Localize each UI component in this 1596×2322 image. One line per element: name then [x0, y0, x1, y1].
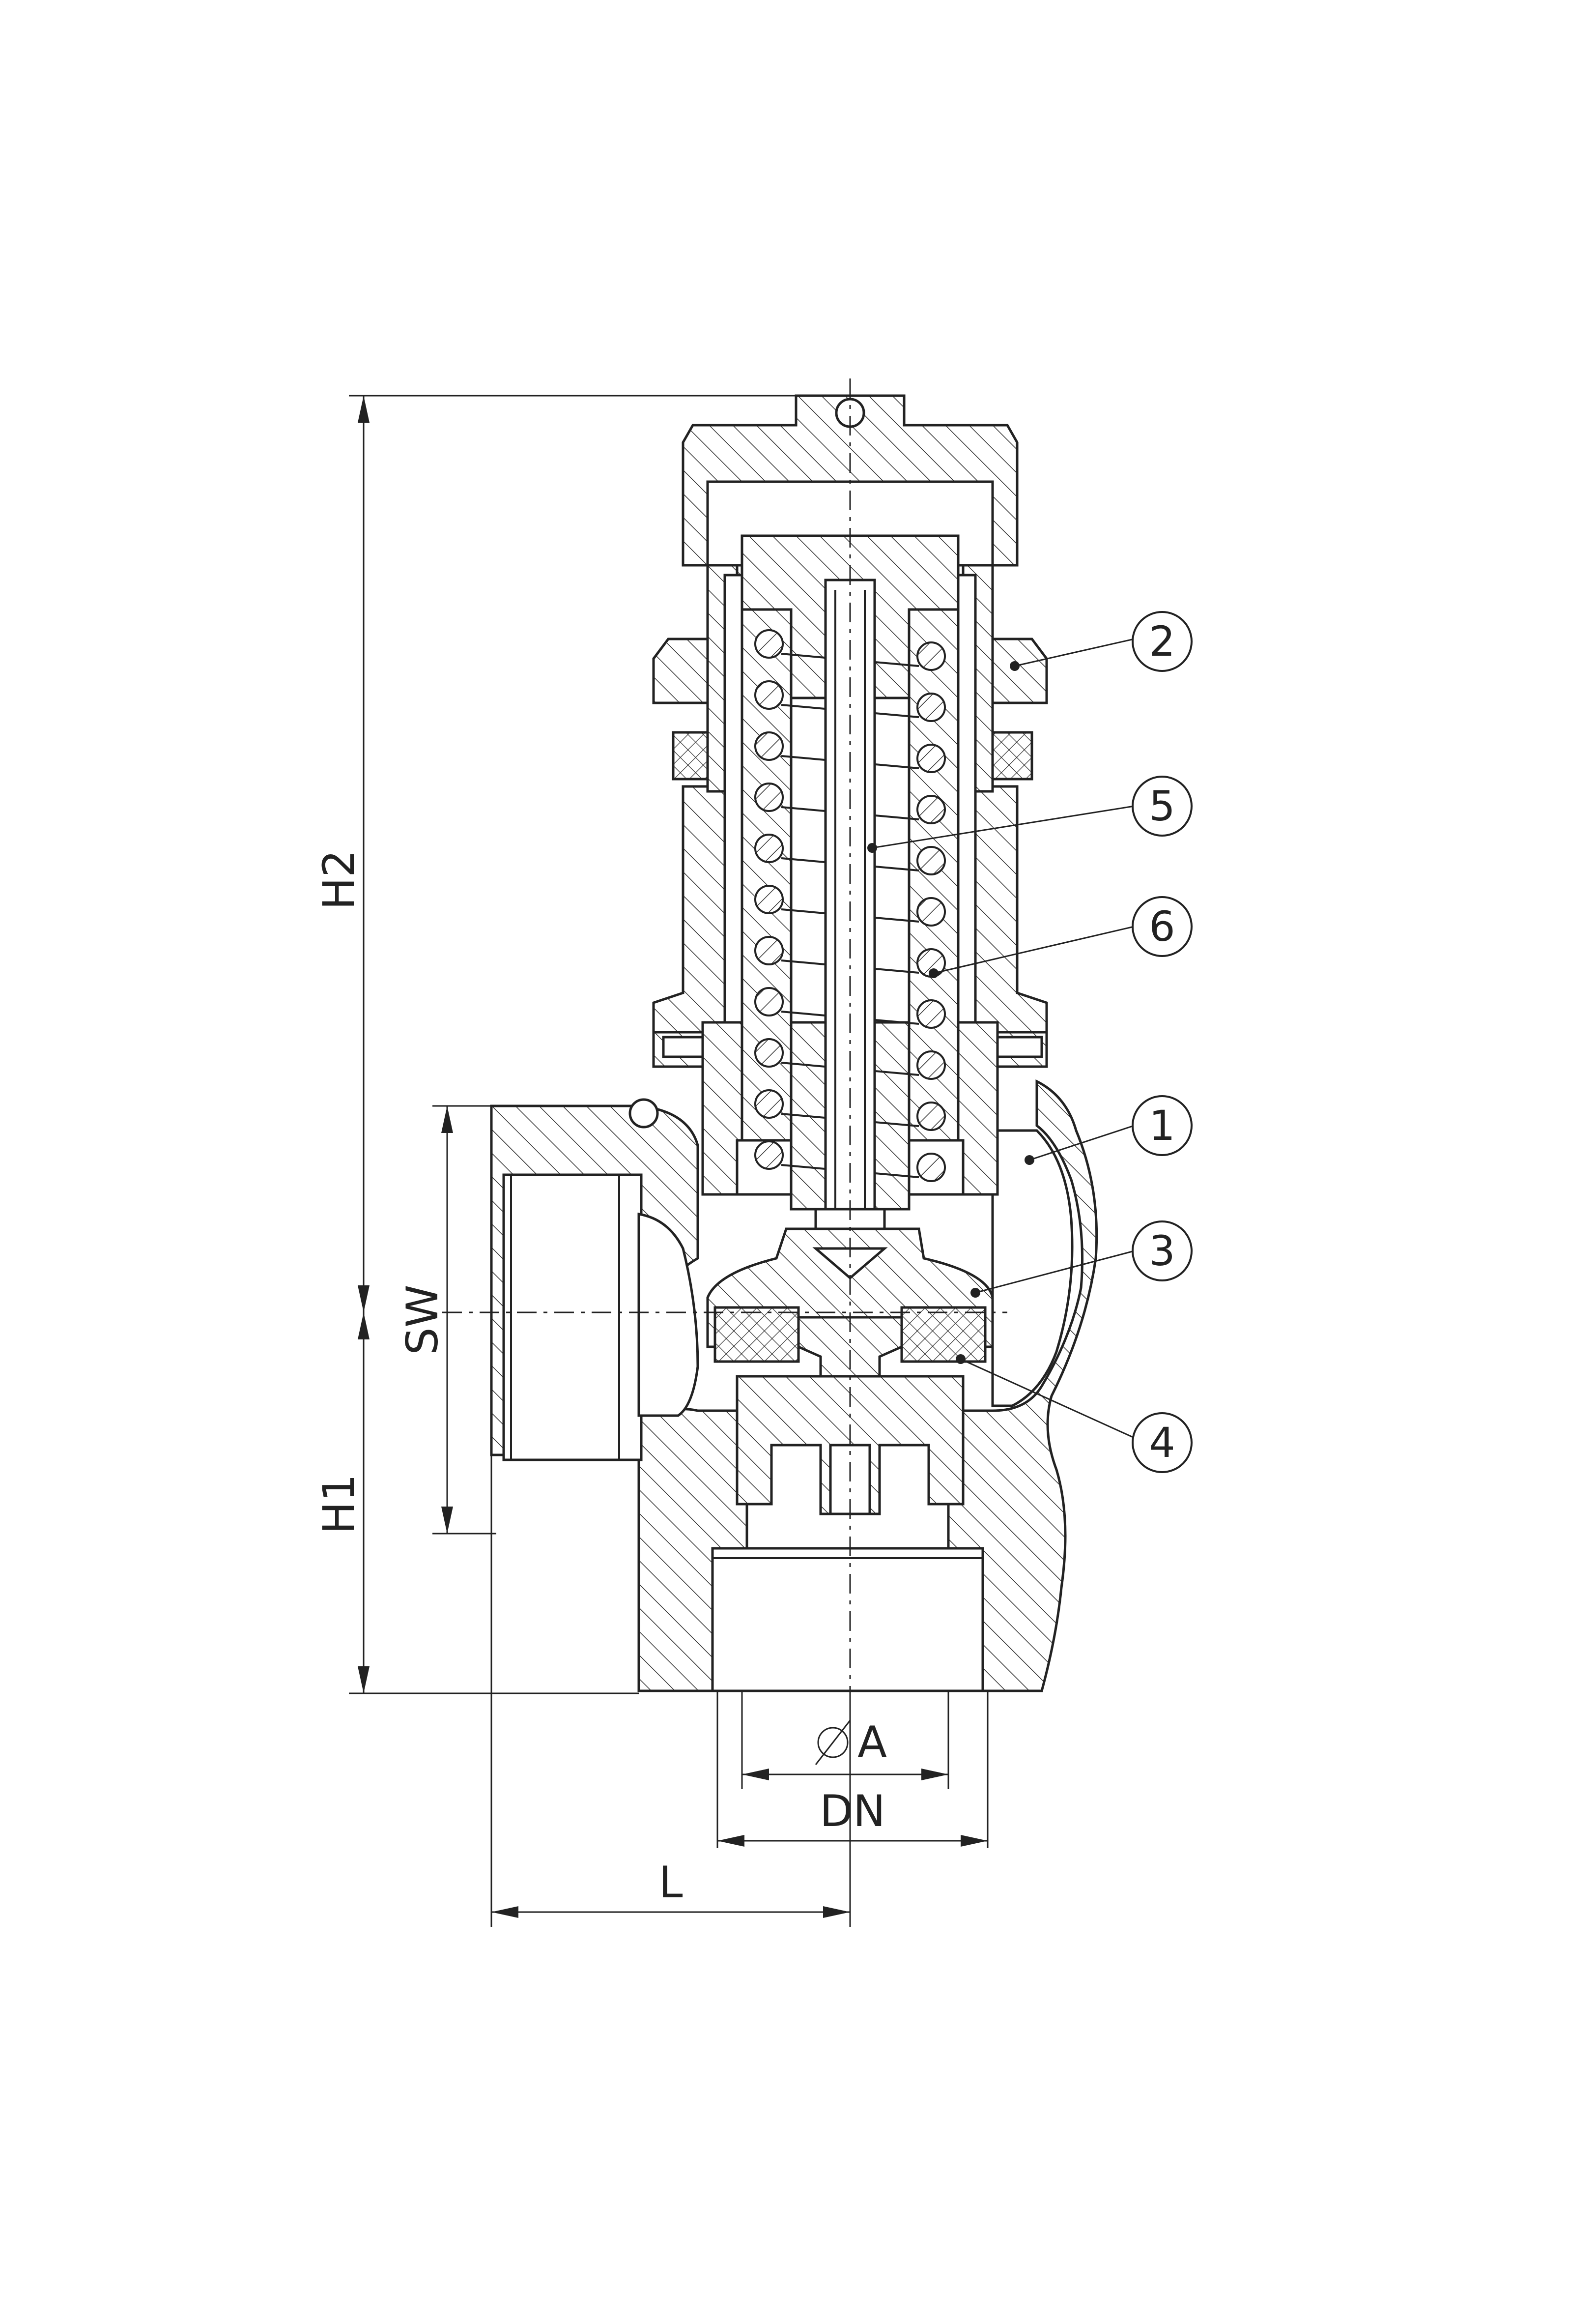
spring-coil-section [754, 1140, 784, 1170]
callout-1: 1 [1025, 1095, 1193, 1165]
callout-4: 4 [956, 1354, 1193, 1473]
spring-coil-section [916, 1050, 946, 1080]
spring-coil-section [754, 885, 784, 914]
spring-coil-section [754, 680, 784, 710]
dimension-label-sw: SW [397, 1285, 448, 1355]
spring-coil-section [916, 641, 946, 671]
dimension-label-dn: DN [820, 1786, 885, 1836]
spring-coil-section [754, 987, 784, 1016]
callout-number: 3 [1149, 1227, 1175, 1275]
callout-number: 2 [1149, 617, 1175, 666]
spring-coil-section [754, 834, 784, 863]
callout-3: 3 [970, 1220, 1193, 1298]
spring-coil-section [916, 846, 946, 875]
spring-coil-section [754, 629, 784, 659]
spring-coil-section [916, 1153, 946, 1182]
spring-coil-section [916, 1102, 946, 1131]
callout-5: 5 [867, 776, 1193, 853]
dimension-lines [349, 395, 989, 1927]
dimension-label-a: A [857, 1717, 887, 1768]
callout-number: 4 [1149, 1419, 1175, 1467]
spring-coil-section [754, 731, 784, 761]
callout-number: 1 [1149, 1102, 1175, 1150]
spring-coil-section [916, 999, 946, 1029]
dimension-label-h2: H2 [314, 850, 364, 910]
callout-number: 6 [1149, 902, 1175, 951]
spring-coil-section [754, 1089, 784, 1119]
spring-coil-section [916, 897, 946, 927]
callout-number: 5 [1149, 782, 1175, 830]
spring-coil-section [754, 1038, 784, 1068]
dimension-label-l: L [658, 1857, 683, 1908]
dimension-label-h1: H1 [314, 1474, 364, 1534]
spring-coil-section [916, 744, 946, 773]
callout-6: 6 [929, 896, 1193, 978]
callout-2: 2 [1010, 611, 1193, 672]
spring-coil-section [754, 783, 784, 812]
spring-coil-section [916, 795, 946, 824]
spring-coil-section [916, 693, 946, 722]
spring-coil-section [754, 936, 784, 965]
